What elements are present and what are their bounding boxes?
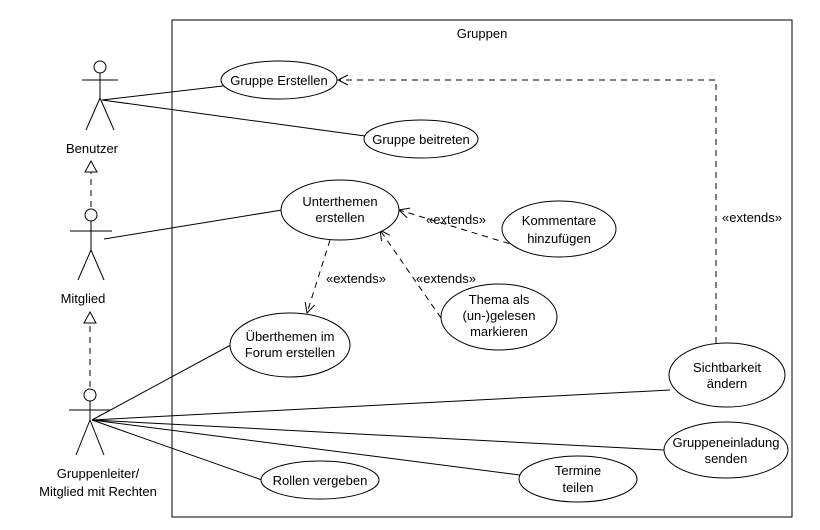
use-case-ueberthemen-erstellen: Überthemen im Forum erstellen <box>229 312 351 378</box>
extends-label-sichtbarkeit: «extends» <box>722 210 782 225</box>
use-case-gruppeneinladung-senden: Gruppeneinladung senden <box>663 421 789 479</box>
svg-text:Gruppeneinladung: Gruppeneinladung <box>673 435 780 450</box>
use-case-termine-teilen: Termine teilen <box>518 455 638 503</box>
actor-gruppenleiter <box>69 388 111 456</box>
actor-gruppenleiter-label-1: Gruppenleiter/ <box>57 466 140 481</box>
svg-text:Thema als: Thema als <box>469 292 530 307</box>
extends-relations <box>307 80 717 343</box>
use-case-rollen-vergeben: Rollen vergeben <box>260 460 380 500</box>
use-case-thema-markieren: Thema als (un-)gelesen markieren <box>440 283 558 351</box>
svg-text:teilen: teilen <box>562 480 593 495</box>
svg-text:ändern: ändern <box>707 376 747 391</box>
generalization-gruppenleiter-mitglied <box>83 310 97 387</box>
use-case-unterthemen-erstellen: Unterthemen erstellen <box>280 179 400 241</box>
svg-text:Forum erstellen: Forum erstellen <box>245 345 335 360</box>
use-case-gruppe-erstellen: Gruppe Erstellen <box>220 60 338 100</box>
svg-text:Gruppe beitreten: Gruppe beitreten <box>372 132 470 147</box>
svg-text:Unterthemen: Unterthemen <box>302 194 377 209</box>
svg-text:Überthemen im: Überthemen im <box>246 329 335 344</box>
actor-mitglied <box>70 208 112 281</box>
svg-text:Sichtbarkeit: Sichtbarkeit <box>693 360 761 375</box>
extends-label-ueberthemen: «extends» <box>326 271 386 286</box>
actor-benutzer <box>82 60 118 131</box>
actor-gruppenleiter-label-2: Mitglied mit Rechten <box>39 484 157 499</box>
actor-mitglied-label: Mitglied <box>61 291 106 306</box>
use-case-kommentare-hinzufuegen: Kommentare hinzufügen <box>501 200 617 258</box>
generalization-mitglied-benutzer <box>84 159 98 207</box>
svg-text:hinzufügen: hinzufügen <box>527 231 591 246</box>
extends-label-kommentare: «extends» <box>426 212 486 227</box>
use-case-gruppe-beitreten: Gruppe beitreten <box>363 119 479 159</box>
svg-text:Gruppe Erstellen: Gruppe Erstellen <box>230 73 328 88</box>
svg-text:Kommentare: Kommentare <box>522 213 596 228</box>
svg-text:Termine: Termine <box>555 463 601 478</box>
system-title: Gruppen <box>457 26 508 41</box>
svg-text:Rollen vergeben: Rollen vergeben <box>273 473 368 488</box>
svg-text:markieren: markieren <box>470 324 528 339</box>
svg-text:(un-)gelesen: (un-)gelesen <box>463 308 536 323</box>
system-boundary <box>171 19 793 518</box>
svg-text:erstellen: erstellen <box>315 210 364 225</box>
extends-label-thema: «extends» <box>416 271 476 286</box>
use-case-sichtbarkeit-aendern: Sichtbarkeit ändern <box>668 342 786 408</box>
associations <box>91 85 671 481</box>
actor-benutzer-label: Benutzer <box>66 141 119 156</box>
svg-text:senden: senden <box>705 451 748 466</box>
